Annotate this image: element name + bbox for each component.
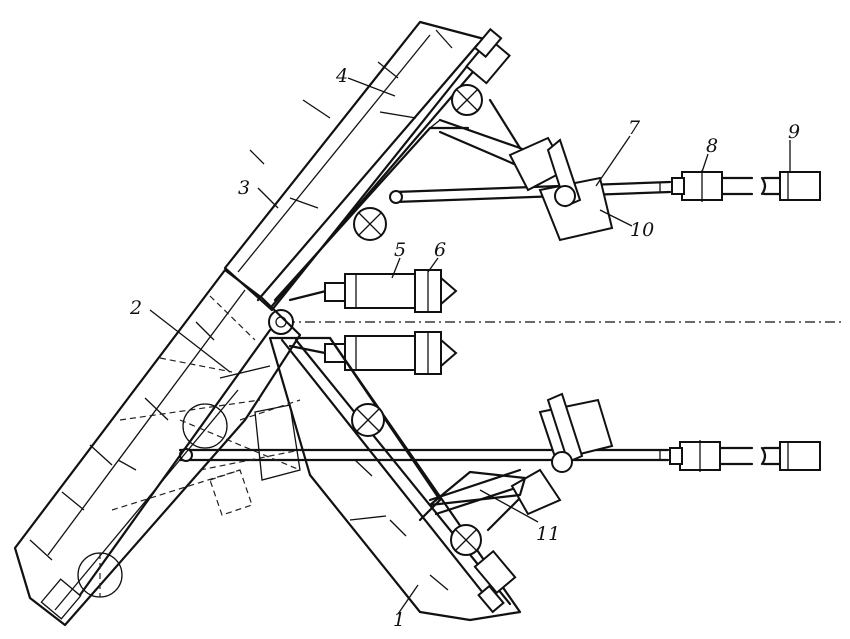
upper-tow-coupling [760, 171, 821, 201]
upper-wheel-1 [451, 84, 483, 116]
leader-lines [149, 77, 791, 615]
label-9: 9 [788, 121, 800, 143]
label-11: 11 [536, 523, 560, 545]
label-3: 3 [238, 177, 250, 199]
label-5: 5 [394, 239, 406, 261]
lower-tow-coupling [760, 441, 821, 471]
lower-wheel-2 [450, 524, 482, 556]
hydraulic-cylinder-lower [288, 331, 458, 375]
label-8: 8 [706, 135, 718, 157]
hydraulic-cylinder-upper [288, 269, 458, 313]
label-2: 2 [129, 297, 142, 319]
upper-wheel-2 [353, 207, 387, 241]
upper-push-bar [389, 180, 672, 204]
label-6: 6 [434, 239, 446, 261]
lower-coupler [669, 440, 754, 472]
alternate-blade-position [13, 268, 302, 627]
label-7: 7 [628, 117, 641, 139]
upper-disc-assembly [508, 136, 614, 242]
central-pivot [268, 309, 294, 335]
label-4: 4 [335, 65, 348, 87]
lower-disc-assembly [428, 392, 614, 516]
upper-coupler [671, 170, 754, 202]
lower-blade [268, 336, 542, 622]
label-1: 1 [393, 609, 405, 631]
lower-wheel-1 [351, 403, 385, 437]
label-10: 10 [630, 219, 654, 241]
upper-blade [223, 20, 562, 312]
